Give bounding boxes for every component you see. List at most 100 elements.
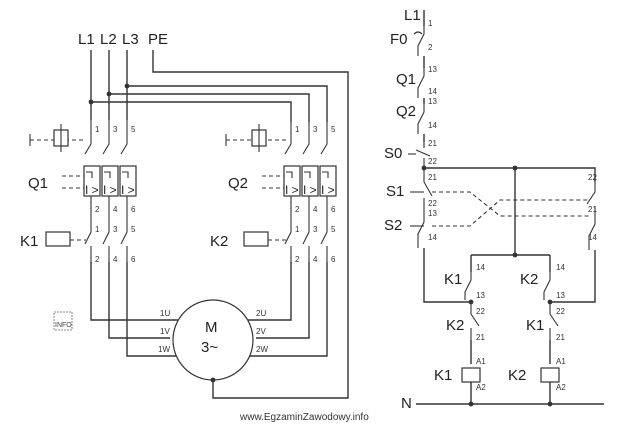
svg-text:6: 6: [131, 255, 136, 264]
label-aux-k2: K2: [520, 271, 538, 288]
svg-text:4: 4: [313, 255, 318, 264]
svg-text:14: 14: [428, 121, 437, 130]
svg-text:1: 1: [95, 225, 100, 234]
svg-text:6: 6: [331, 255, 336, 264]
trip-unit-1: [83, 165, 101, 197]
svg-text:I >: I >: [321, 183, 335, 197]
label-f0: F0: [390, 31, 408, 48]
motor-feed-left: [90, 262, 178, 357]
svg-text:14: 14: [476, 263, 485, 272]
svg-text:4: 4: [113, 205, 118, 214]
svg-text:13: 13: [476, 291, 485, 300]
svg-text:21: 21: [476, 333, 485, 342]
footer-watermark: www.EgzaminZawodowy.info: [239, 412, 369, 423]
svg-text:2U: 2U: [256, 309, 266, 318]
svg-text:2: 2: [428, 43, 433, 52]
label-pe: PE: [148, 31, 168, 48]
power-circuit: L1 L2 L3 PE 1 3 5: [20, 31, 349, 399]
svg-text:2: 2: [295, 255, 300, 264]
svg-text:1: 1: [295, 225, 300, 234]
svg-text:1V: 1V: [160, 327, 170, 336]
svg-text:I >: I >: [103, 183, 117, 197]
svg-text:A1: A1: [476, 357, 486, 366]
label-l1: L1: [78, 31, 95, 48]
svg-text:3: 3: [313, 125, 318, 134]
svg-text:13: 13: [428, 209, 437, 218]
label-k2: K2: [210, 233, 228, 250]
svg-text:22: 22: [588, 173, 597, 182]
label-l3: L3: [122, 31, 139, 48]
label-s1: S1: [386, 183, 404, 200]
trip-unit-2: [101, 165, 119, 197]
svg-text:INFO: INFO: [55, 322, 72, 329]
svg-text:2W: 2W: [256, 345, 268, 354]
contactor-k2: K2 1 3 5 2 4 6: [210, 222, 336, 264]
label-coil-k2: K2: [508, 367, 526, 384]
svg-text:6: 6: [331, 205, 336, 214]
svg-text:5: 5: [331, 125, 336, 134]
label-l2: L2: [100, 31, 117, 48]
trip-unit-3: [119, 165, 137, 197]
label-k1: K1: [20, 233, 38, 250]
svg-text:4: 4: [113, 255, 118, 264]
svg-text:A2: A2: [476, 383, 486, 392]
svg-text:I >: I >: [121, 183, 135, 197]
svg-text:4: 4: [313, 205, 318, 214]
svg-text:22: 22: [556, 307, 565, 316]
info-badge: INFO: [53, 311, 73, 331]
svg-text:1U: 1U: [160, 309, 170, 318]
bus-lines: [88, 83, 328, 122]
contactor-k1: K1 1 3 5 2 4 6: [20, 222, 136, 264]
label-q1: Q1: [28, 175, 48, 192]
motor-label: M: [205, 319, 218, 336]
svg-text:14: 14: [588, 233, 597, 242]
svg-text:3: 3: [313, 225, 318, 234]
svg-text:14: 14: [428, 87, 437, 96]
label-nc-k2: K2: [446, 317, 464, 334]
svg-text:A2: A2: [556, 383, 566, 392]
breaker-q2: 1 3 5 I > I > I > Q2 2 4 6: [225, 122, 337, 222]
svg-text:22: 22: [428, 199, 437, 208]
label-s2: S2: [384, 217, 402, 234]
label-aux-k1: K1: [444, 271, 462, 288]
svg-text:3: 3: [113, 225, 118, 234]
svg-text:I >: I >: [285, 183, 299, 197]
svg-text:14: 14: [556, 263, 565, 272]
svg-text:1: 1: [295, 125, 300, 134]
svg-text:2: 2: [295, 205, 300, 214]
svg-text:22: 22: [476, 307, 485, 316]
label-nc-k1: K1: [526, 317, 544, 334]
svg-text:6: 6: [131, 205, 136, 214]
svg-text:2: 2: [95, 205, 100, 214]
motor-feed-right: [248, 262, 328, 357]
label-ctrl-q2: Q2: [396, 103, 416, 120]
svg-text:21: 21: [588, 205, 597, 214]
svg-text:5: 5: [131, 125, 136, 134]
breaker-q1: 1 3 5 I > I > I > Q1 2 4 6: [28, 120, 137, 222]
coil-k2: [243, 231, 269, 247]
label-control-l1: L1: [404, 7, 421, 24]
svg-text:2: 2: [95, 255, 100, 264]
svg-text:14: 14: [428, 233, 437, 242]
svg-text:I >: I >: [85, 183, 99, 197]
svg-text:1: 1: [428, 19, 433, 28]
svg-text:A1: A1: [556, 357, 566, 366]
label-neutral: N: [401, 395, 412, 412]
svg-text:1: 1: [95, 125, 100, 134]
svg-text:3: 3: [113, 125, 118, 134]
svg-text:1W: 1W: [158, 345, 170, 354]
control-coil-k1: [461, 367, 481, 383]
svg-text:13: 13: [556, 291, 565, 300]
motor: M 3~ 1U 1V 1W 2U 2V 2W: [158, 299, 268, 383]
svg-text:21: 21: [556, 333, 565, 342]
label-coil-k1: K1: [434, 367, 452, 384]
svg-text:21: 21: [428, 173, 437, 182]
label-s0: S0: [384, 145, 402, 162]
label-q2: Q2: [228, 175, 248, 192]
svg-text:13: 13: [428, 97, 437, 106]
svg-text:2V: 2V: [256, 327, 266, 336]
svg-text:5: 5: [331, 225, 336, 234]
control-circuit: L1 F0 1 2 Q1 13 14 Q2 13 14 S0 21 22 S: [384, 7, 604, 412]
